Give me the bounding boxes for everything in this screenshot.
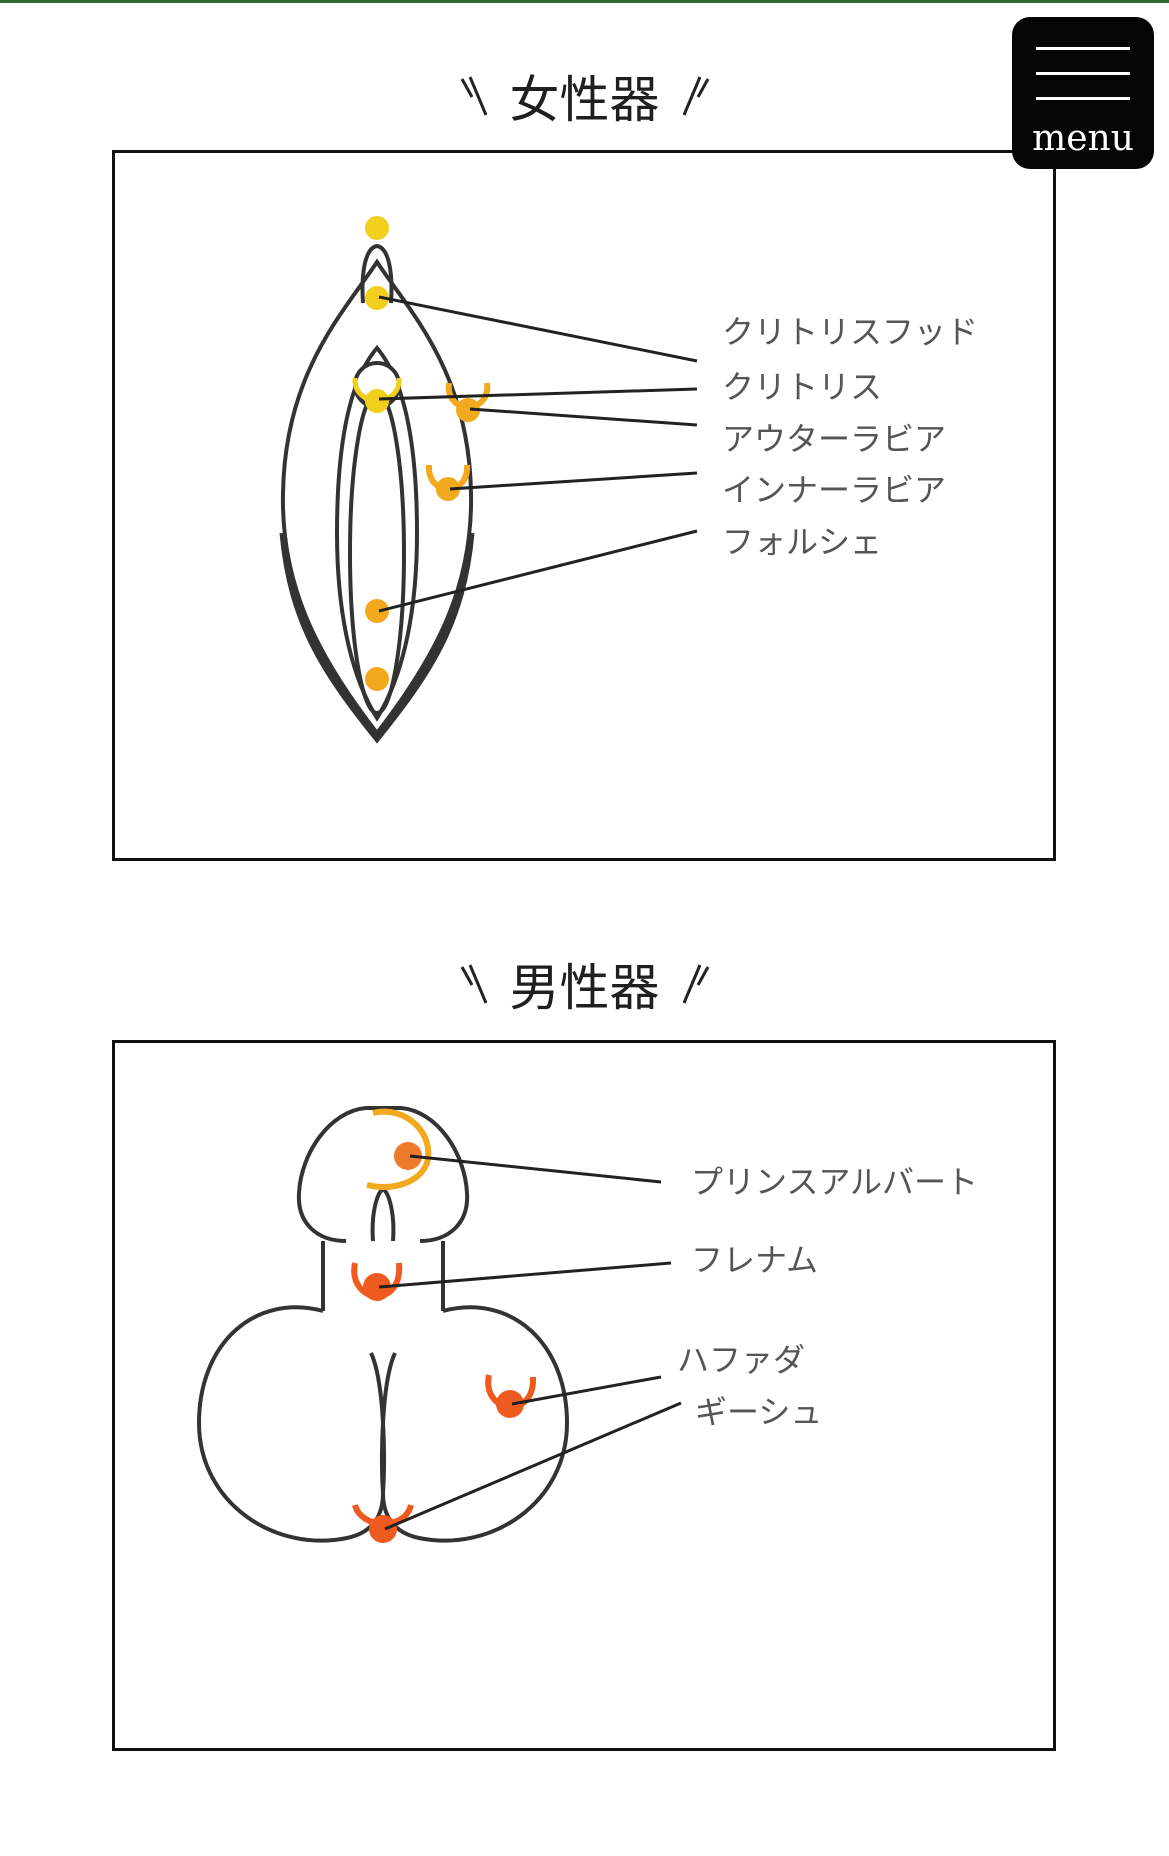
label-clitoris: クリトリス: [722, 368, 882, 406]
female-diagram: クリトリスフッド クリトリス アウターラビア インナーラビア フォルシェ: [279, 216, 978, 744]
label-frenum: フレナム: [691, 1241, 818, 1279]
piercing-pa-ball: [394, 1142, 422, 1170]
leader-hood: [378, 295, 698, 363]
male-diagram: プリンスアルバート フレナム ハファダ ギーシュ: [196, 1106, 978, 1543]
label-hafada: ハファダ: [677, 1341, 805, 1379]
leader-fourchette: [378, 529, 698, 613]
label-inner-labia: インナーラビア: [722, 471, 946, 509]
male-section-title: 男性器: [0, 952, 1169, 1017]
piercing-top-ball: [365, 216, 389, 240]
female-outer-thick: [279, 532, 475, 744]
female-hood: [360, 243, 394, 304]
male-glans-outline: [296, 1106, 470, 1243]
label-clitoral-hood: クリトリスフッド: [722, 313, 978, 351]
hamburger-line: [1036, 97, 1130, 100]
menu-label: menu: [1032, 118, 1134, 159]
male-scrotum-cleft: [369, 1352, 397, 1494]
menu-button[interactable]: menu: [1012, 17, 1154, 169]
label-outer-labia: アウターラビア: [722, 420, 946, 458]
leader-prince-albert: [409, 1154, 662, 1184]
male-title-text: 男性器: [509, 959, 660, 1017]
piercing-bottom-ball: [365, 667, 389, 691]
leader-hafada: [511, 1375, 662, 1406]
female-diagram-panel: クリトリスフッド クリトリス アウターラビア インナーラビア フォルシェ: [112, 150, 1056, 861]
top-accent-bar: [0, 0, 1169, 3]
piercing-pa-ring: [366, 1108, 432, 1190]
piercing-guiche-ball: [369, 1515, 397, 1543]
piercing-outer-ball: [456, 398, 480, 422]
female-inner-outline: [334, 344, 420, 722]
label-guiche: ギーシュ: [695, 1393, 822, 1431]
male-diagram-panel: プリンスアルバート フレナム ハファダ ギーシュ: [112, 1040, 1056, 1751]
label-prince-albert: プリンスアルバート: [691, 1163, 978, 1201]
piercing-frenum-ball: [363, 1273, 391, 1301]
leader-clitoris: [378, 387, 698, 401]
label-fourchette: フォルシェ: [722, 523, 882, 561]
female-title-text: 女性器: [509, 71, 660, 129]
male-glans-cleft: [370, 1186, 396, 1242]
title-right-deco-icon: [682, 76, 709, 116]
piercing-fourchette-ball: [365, 599, 389, 623]
piercing-hafada-ball: [496, 1390, 524, 1418]
hamburger-line: [1036, 72, 1130, 75]
title-right-deco-icon: [682, 964, 709, 1004]
hamburger-line: [1036, 47, 1130, 50]
female-innermost-oval: [348, 391, 406, 715]
piercing-hood-ball: [365, 286, 389, 310]
title-left-deco-icon: [460, 964, 487, 1004]
leader-inner: [449, 471, 698, 491]
leader-outer: [469, 407, 698, 427]
piercing-clitoris-ball: [365, 389, 389, 413]
female-section-title: 女性器: [0, 64, 1169, 129]
piercing-inner-ball: [436, 477, 460, 501]
title-left-deco-icon: [460, 76, 487, 116]
leader-guiche: [384, 1401, 682, 1531]
leader-frenum: [378, 1261, 672, 1289]
